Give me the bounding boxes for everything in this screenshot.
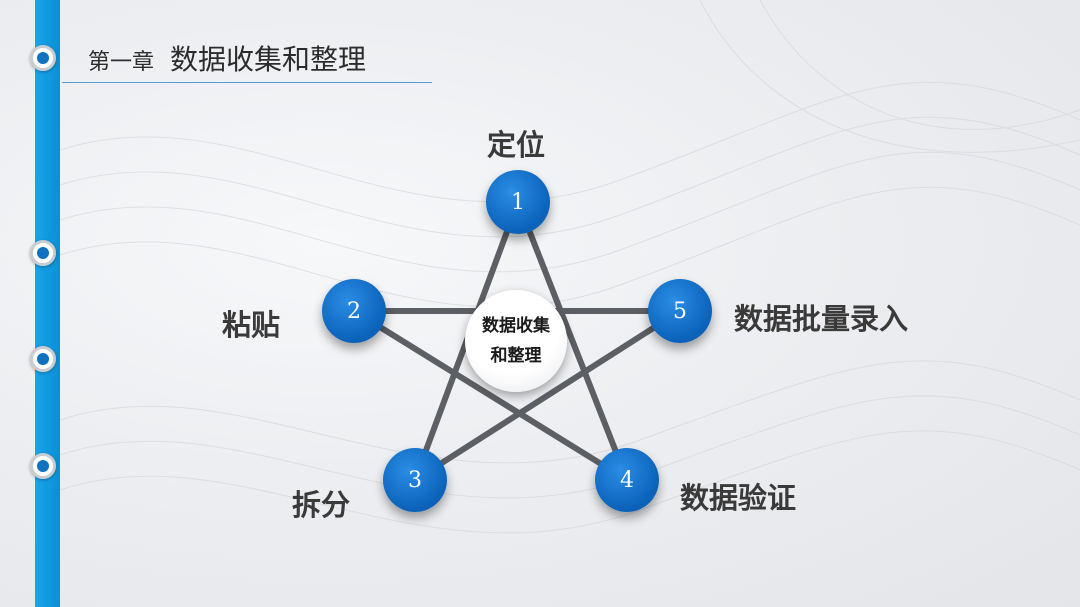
page-title: 第一章 数据收集和整理 [88, 38, 366, 78]
bullet-icon [30, 240, 56, 266]
bullet-icon [30, 453, 56, 479]
node-4-number: 4 [620, 467, 634, 493]
node-5-number: 5 [673, 298, 687, 324]
left-accent-bar [35, 0, 60, 607]
node-2-number: 2 [347, 298, 361, 324]
node-4-label: 数据验证 [680, 481, 797, 515]
node-1-label: 定位 [487, 128, 546, 162]
node-4: 4 [595, 448, 659, 512]
node-3-label: 拆分 [292, 488, 351, 522]
center-topic-line1: 数据收集 [482, 316, 550, 336]
node-1-number: 1 [511, 189, 525, 215]
bullet-icon [30, 45, 56, 71]
node-3: 3 [383, 448, 447, 512]
center-topic: 数据收集 和整理 [465, 290, 567, 392]
chapter-title: 数据收集和整理 [170, 43, 367, 76]
bullet-icon [30, 346, 56, 372]
node-2-label: 粘贴 [222, 308, 281, 342]
title-underline [62, 82, 432, 83]
center-topic-line2: 和整理 [490, 346, 542, 366]
node-5: 5 [648, 279, 712, 343]
node-3-number: 3 [408, 467, 422, 493]
node-2: 2 [322, 279, 386, 343]
node-5-label: 数据批量录入 [734, 302, 909, 336]
chapter-label: 第一章 [88, 50, 155, 75]
node-1: 1 [486, 170, 550, 234]
